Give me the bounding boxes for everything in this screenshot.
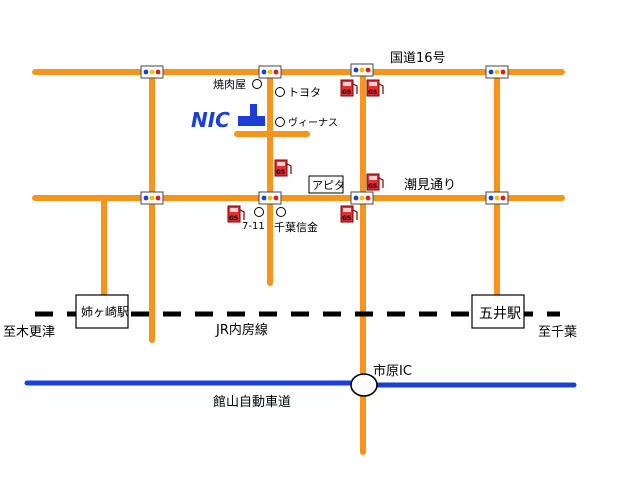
gas-stations: GS GS GS GS GS GS (227, 79, 384, 223)
gs-label: GS (229, 215, 238, 222)
nic-building-icon (238, 104, 265, 126)
gs-label: GS (368, 89, 377, 96)
road-network (32, 69, 565, 455)
gs-label: GS (342, 215, 351, 222)
to-chiba-label: 至千葉 (538, 325, 577, 340)
landmark-circle-icon (252, 79, 262, 89)
ichihara-ic-circle (350, 373, 378, 397)
anegasaki-station-label: 姉ヶ崎駅 (81, 304, 129, 319)
route16-label: 国道16号 (390, 51, 446, 66)
gas-station-icon: GS (340, 79, 358, 97)
apita-box (308, 175, 344, 194)
shiomi-dori-label: 潮見通り (404, 178, 456, 193)
to-kisarazu-label: 至木更津 (3, 325, 55, 340)
yakinikuya-label: 焼肉屋 (213, 78, 246, 91)
traffic-signal-icon (140, 191, 164, 205)
gas-station-icon: GS (274, 159, 292, 177)
traffic-signal-icon (485, 191, 509, 205)
landmark-circle-icon (276, 207, 286, 217)
ichihara-ic-label: 市原IC (373, 363, 412, 379)
gas-station-icon: GS (227, 205, 245, 223)
gas-station-icon: GS (340, 205, 358, 223)
seven-eleven-label: 7-11 (242, 221, 265, 232)
goi-station-label: 五井駅 (479, 306, 521, 322)
expressway-road (24, 380, 577, 388)
gs-label: GS (368, 183, 377, 190)
toyota-label: トヨタ (288, 86, 321, 99)
apita-label: アピタ (312, 179, 345, 192)
traffic-signal-icon (258, 191, 282, 205)
landmarks (252, 79, 286, 217)
gas-station-icon: GS (366, 79, 384, 97)
landmark-circle-icon (275, 87, 285, 97)
anegasaki-station-box (75, 294, 129, 329)
nic-label: NIC (191, 108, 230, 132)
expressway-label: 館山自動車道 (213, 395, 291, 410)
traffic-signal-icon (140, 65, 164, 79)
landmark-circle-icon (275, 117, 285, 127)
traffic-signal-icon (258, 65, 282, 79)
jr-line-label: JR内房線 (215, 322, 268, 338)
chiba-shinkin-label: 千葉信金 (274, 220, 318, 234)
traffic-signal-icon (350, 63, 374, 77)
venus-label: ヴィーナス (288, 116, 338, 129)
landmark-circle-icon (254, 207, 264, 217)
traffic-signal-icon (350, 191, 374, 205)
gs-label: GS (276, 169, 285, 176)
gas-station-icon: GS (366, 173, 384, 191)
gs-label: GS (342, 89, 351, 96)
traffic-signal-icon (485, 65, 509, 79)
goi-station-box (471, 294, 525, 329)
